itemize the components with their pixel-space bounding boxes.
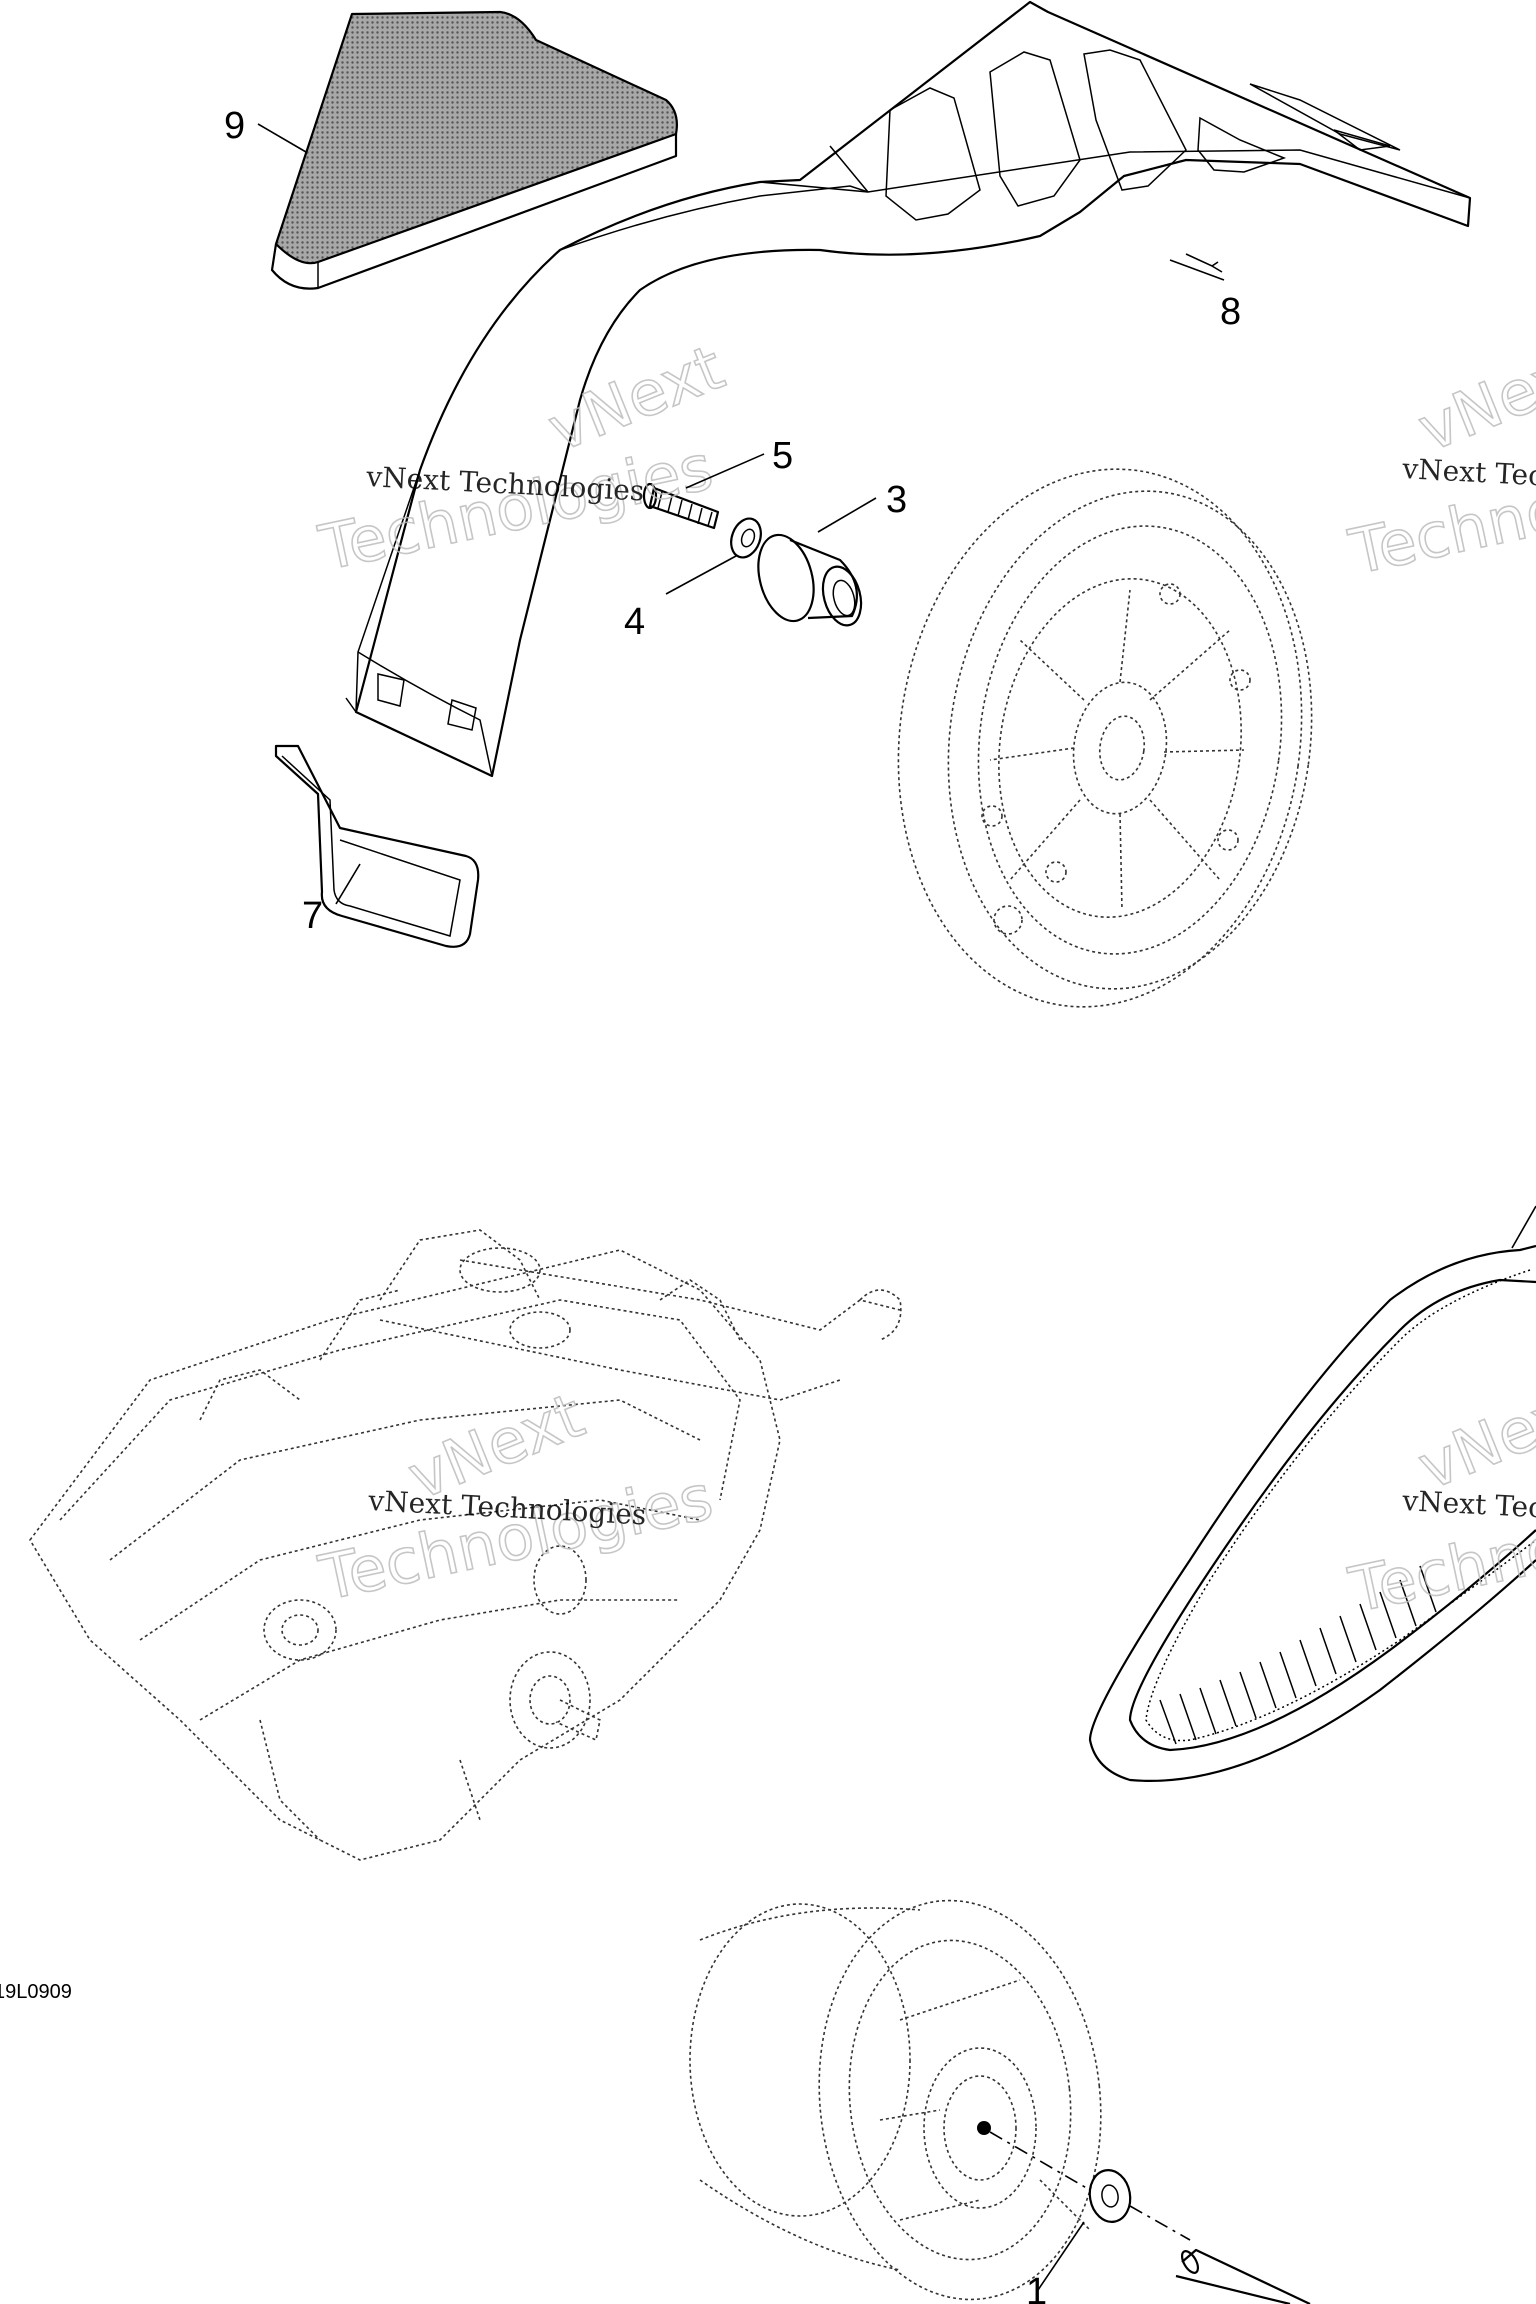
watermark-top-right: vNext Technologies vNext Technologies [1342, 330, 1536, 590]
drive-belt [1088, 1205, 1536, 1782]
callout-8: 8 [1220, 291, 1241, 333]
engine-reference [29, 1229, 902, 1861]
driven-pulley-reference [897, 468, 1313, 1008]
callout-3: 3 [886, 479, 907, 521]
leader-7 [335, 863, 361, 905]
part-3-bushing [757, 533, 863, 627]
part-1-drive-pulley [689, 1899, 1311, 2304]
leader-lines [257, 123, 1225, 2291]
leader-3 [817, 497, 877, 533]
leader-8-line [1169, 259, 1225, 281]
leader-9 [257, 123, 307, 153]
leader-4 [665, 555, 737, 595]
part-4-washer [730, 517, 762, 559]
part-9-pad [270, 10, 678, 290]
watermark-big-line-1: vNext [1408, 1368, 1536, 1504]
watermark-big-line-1: vNext [1408, 330, 1536, 466]
watermark-big-line-2: Technologies [313, 430, 719, 584]
leader-5 [685, 453, 765, 489]
callout-4: 4 [624, 601, 645, 643]
callout-5: 5 [772, 435, 793, 477]
part-8-guard [345, 0, 1472, 778]
figure-code: 19L0909 [0, 1981, 72, 2003]
part-5-bolt [642, 482, 720, 530]
callout-1: 1 [1026, 2271, 1047, 2304]
watermark-middle-right: vNext Technologies vNext Technologies [1342, 1368, 1536, 1628]
leader-8 [1185, 253, 1223, 273]
callout-9: 9 [224, 105, 245, 147]
part-7-seal [274, 744, 480, 948]
watermark-middle-left: vNext Technologies vNext Technologies [312, 1378, 719, 1616]
watermark-top-center: vNext Technologies vNext Technologies [312, 330, 734, 586]
leader-1 [1037, 2221, 1085, 2291]
callout-7: 7 [302, 895, 323, 937]
